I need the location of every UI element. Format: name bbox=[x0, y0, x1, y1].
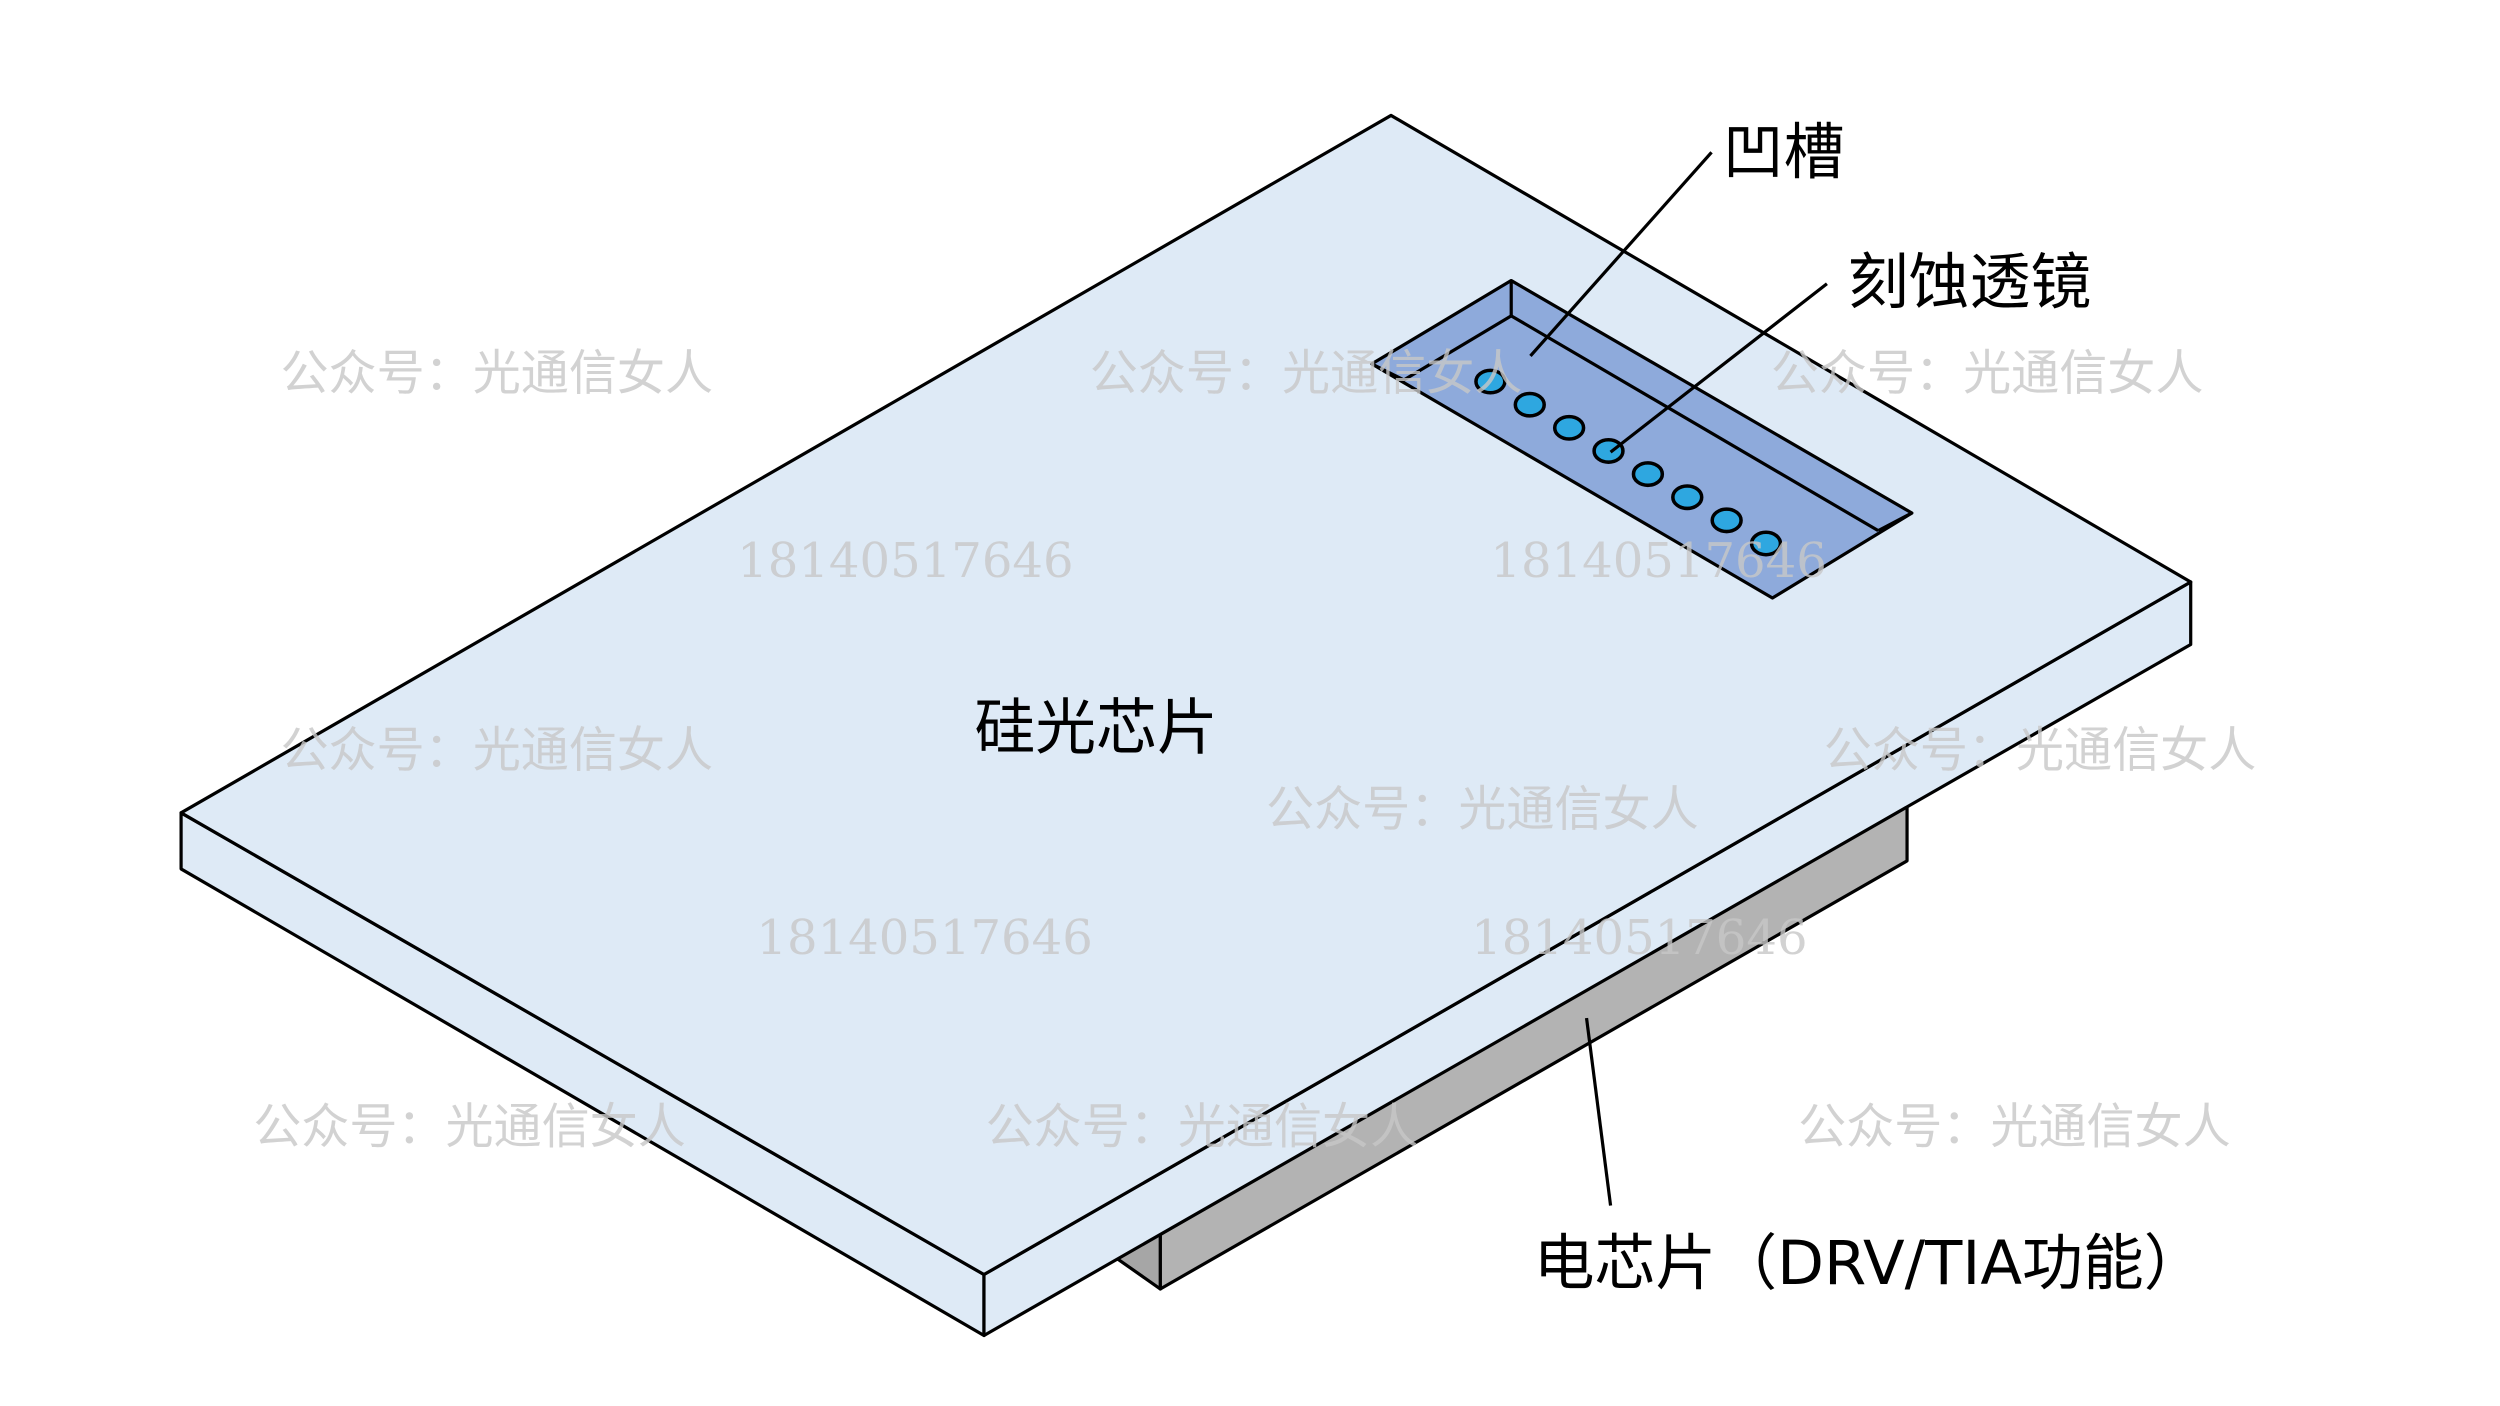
watermark: 公众号：光通信女人 bbox=[1090, 346, 1523, 402]
etched-lens bbox=[1474, 368, 1507, 395]
etched-lens bbox=[1513, 391, 1546, 418]
etched-lens-array bbox=[1474, 368, 1783, 557]
electrical-chip-label: 电芯片（DRV/TIA功能） bbox=[1534, 1228, 2205, 1299]
watermark: 公众号：光通信女人 bbox=[1798, 1099, 2231, 1155]
etched-lens bbox=[1710, 507, 1743, 534]
watermark: 18140517646 bbox=[1490, 533, 1826, 589]
watermark: 公众号：光通信女人 bbox=[253, 1099, 686, 1155]
etched-lens bbox=[1592, 437, 1625, 464]
etched-lens bbox=[1749, 530, 1783, 557]
watermark: 公众号：光通信女人 bbox=[1771, 346, 2204, 402]
groove-label: 凹槽 bbox=[1723, 117, 1845, 188]
groove-leader-line bbox=[1529, 151, 1713, 357]
watermark: 公众号：光通信女人 bbox=[1824, 722, 2257, 778]
etched-lens bbox=[1631, 461, 1665, 488]
watermark: 18140517646 bbox=[756, 910, 1092, 966]
etched-lens-label: 刻蚀透镜 bbox=[1848, 247, 2092, 318]
groove bbox=[1370, 278, 1914, 600]
watermark: 18140517646 bbox=[1471, 910, 1807, 966]
watermark: 18140517646 bbox=[737, 533, 1073, 589]
etched-lens bbox=[1671, 484, 1704, 511]
watermark: 公众号：光通信女人 bbox=[280, 346, 713, 402]
etched-lens bbox=[1552, 414, 1586, 441]
silicon-photonic-chip-label: 硅光芯片 bbox=[974, 693, 1218, 764]
electrical-chip-leader-line bbox=[1584, 1017, 1613, 1206]
watermark: 公众号：光通信女人 bbox=[1266, 782, 1699, 838]
watermark: 公众号：光通信女人 bbox=[280, 722, 713, 778]
lens-leader-line bbox=[1609, 282, 1828, 454]
watermark: 公众号：光通信女人 bbox=[986, 1099, 1419, 1155]
watermarks: 公众号：光通信女人 公众号：光通信女人 公众号：光通信女人 1814051764… bbox=[253, 346, 2256, 1156]
